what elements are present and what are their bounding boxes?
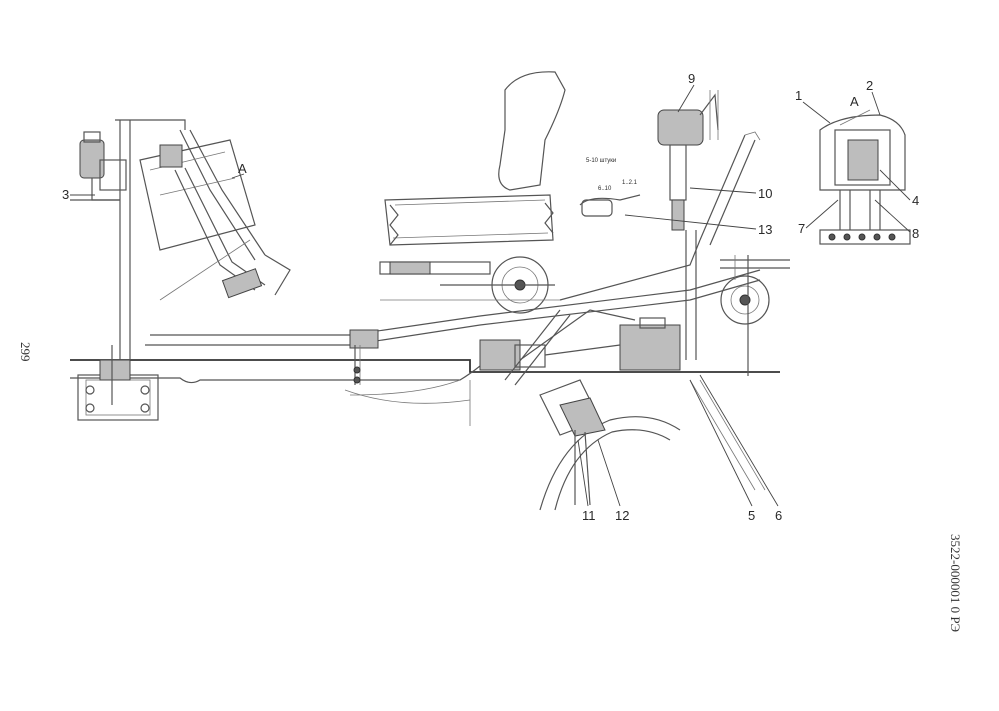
callout-2: 2 xyxy=(866,78,873,93)
callout-3: 3 xyxy=(62,187,69,202)
small-label-b: 6..10 xyxy=(598,186,612,192)
small-label-a: 5-10 штуки xyxy=(586,158,616,164)
callout-10: 10 xyxy=(758,186,772,201)
page-number: 299 xyxy=(18,342,33,362)
callout-8: 8 xyxy=(912,226,919,241)
detail-view-label: A xyxy=(850,94,859,109)
detail-view-a xyxy=(819,109,911,245)
front-wheel xyxy=(539,379,681,511)
callout-11: 11 xyxy=(582,508,596,523)
callout-7: 7 xyxy=(798,221,805,236)
callout-13: 13 xyxy=(758,222,772,237)
view-marker-label: A xyxy=(238,161,247,176)
view-marker-a: A xyxy=(231,161,247,179)
callout-9: 9 xyxy=(688,71,695,86)
callouts: 1 2 3 4 5 6 7 8 9 10 11 12 13 xyxy=(62,71,919,523)
callout-4: 4 xyxy=(912,193,919,208)
pedal-assembly xyxy=(139,139,291,301)
small-label-c: 1..2.1 xyxy=(622,180,638,186)
steering-gearbox xyxy=(349,309,681,386)
document-code: 3522-000001 0 РЭ xyxy=(948,534,963,633)
callout-6: 6 xyxy=(775,508,782,523)
seat xyxy=(384,71,566,246)
right-pulley xyxy=(720,255,790,376)
left-reservoir-cylinder xyxy=(70,131,127,201)
frame-rails xyxy=(70,119,780,491)
gear-sector xyxy=(379,256,560,314)
callout-1: 1 xyxy=(795,88,802,103)
callout-12: 12 xyxy=(615,508,629,523)
callout-5: 5 xyxy=(748,508,755,523)
steering-column xyxy=(579,90,719,231)
left-mounting-bracket xyxy=(77,345,159,421)
